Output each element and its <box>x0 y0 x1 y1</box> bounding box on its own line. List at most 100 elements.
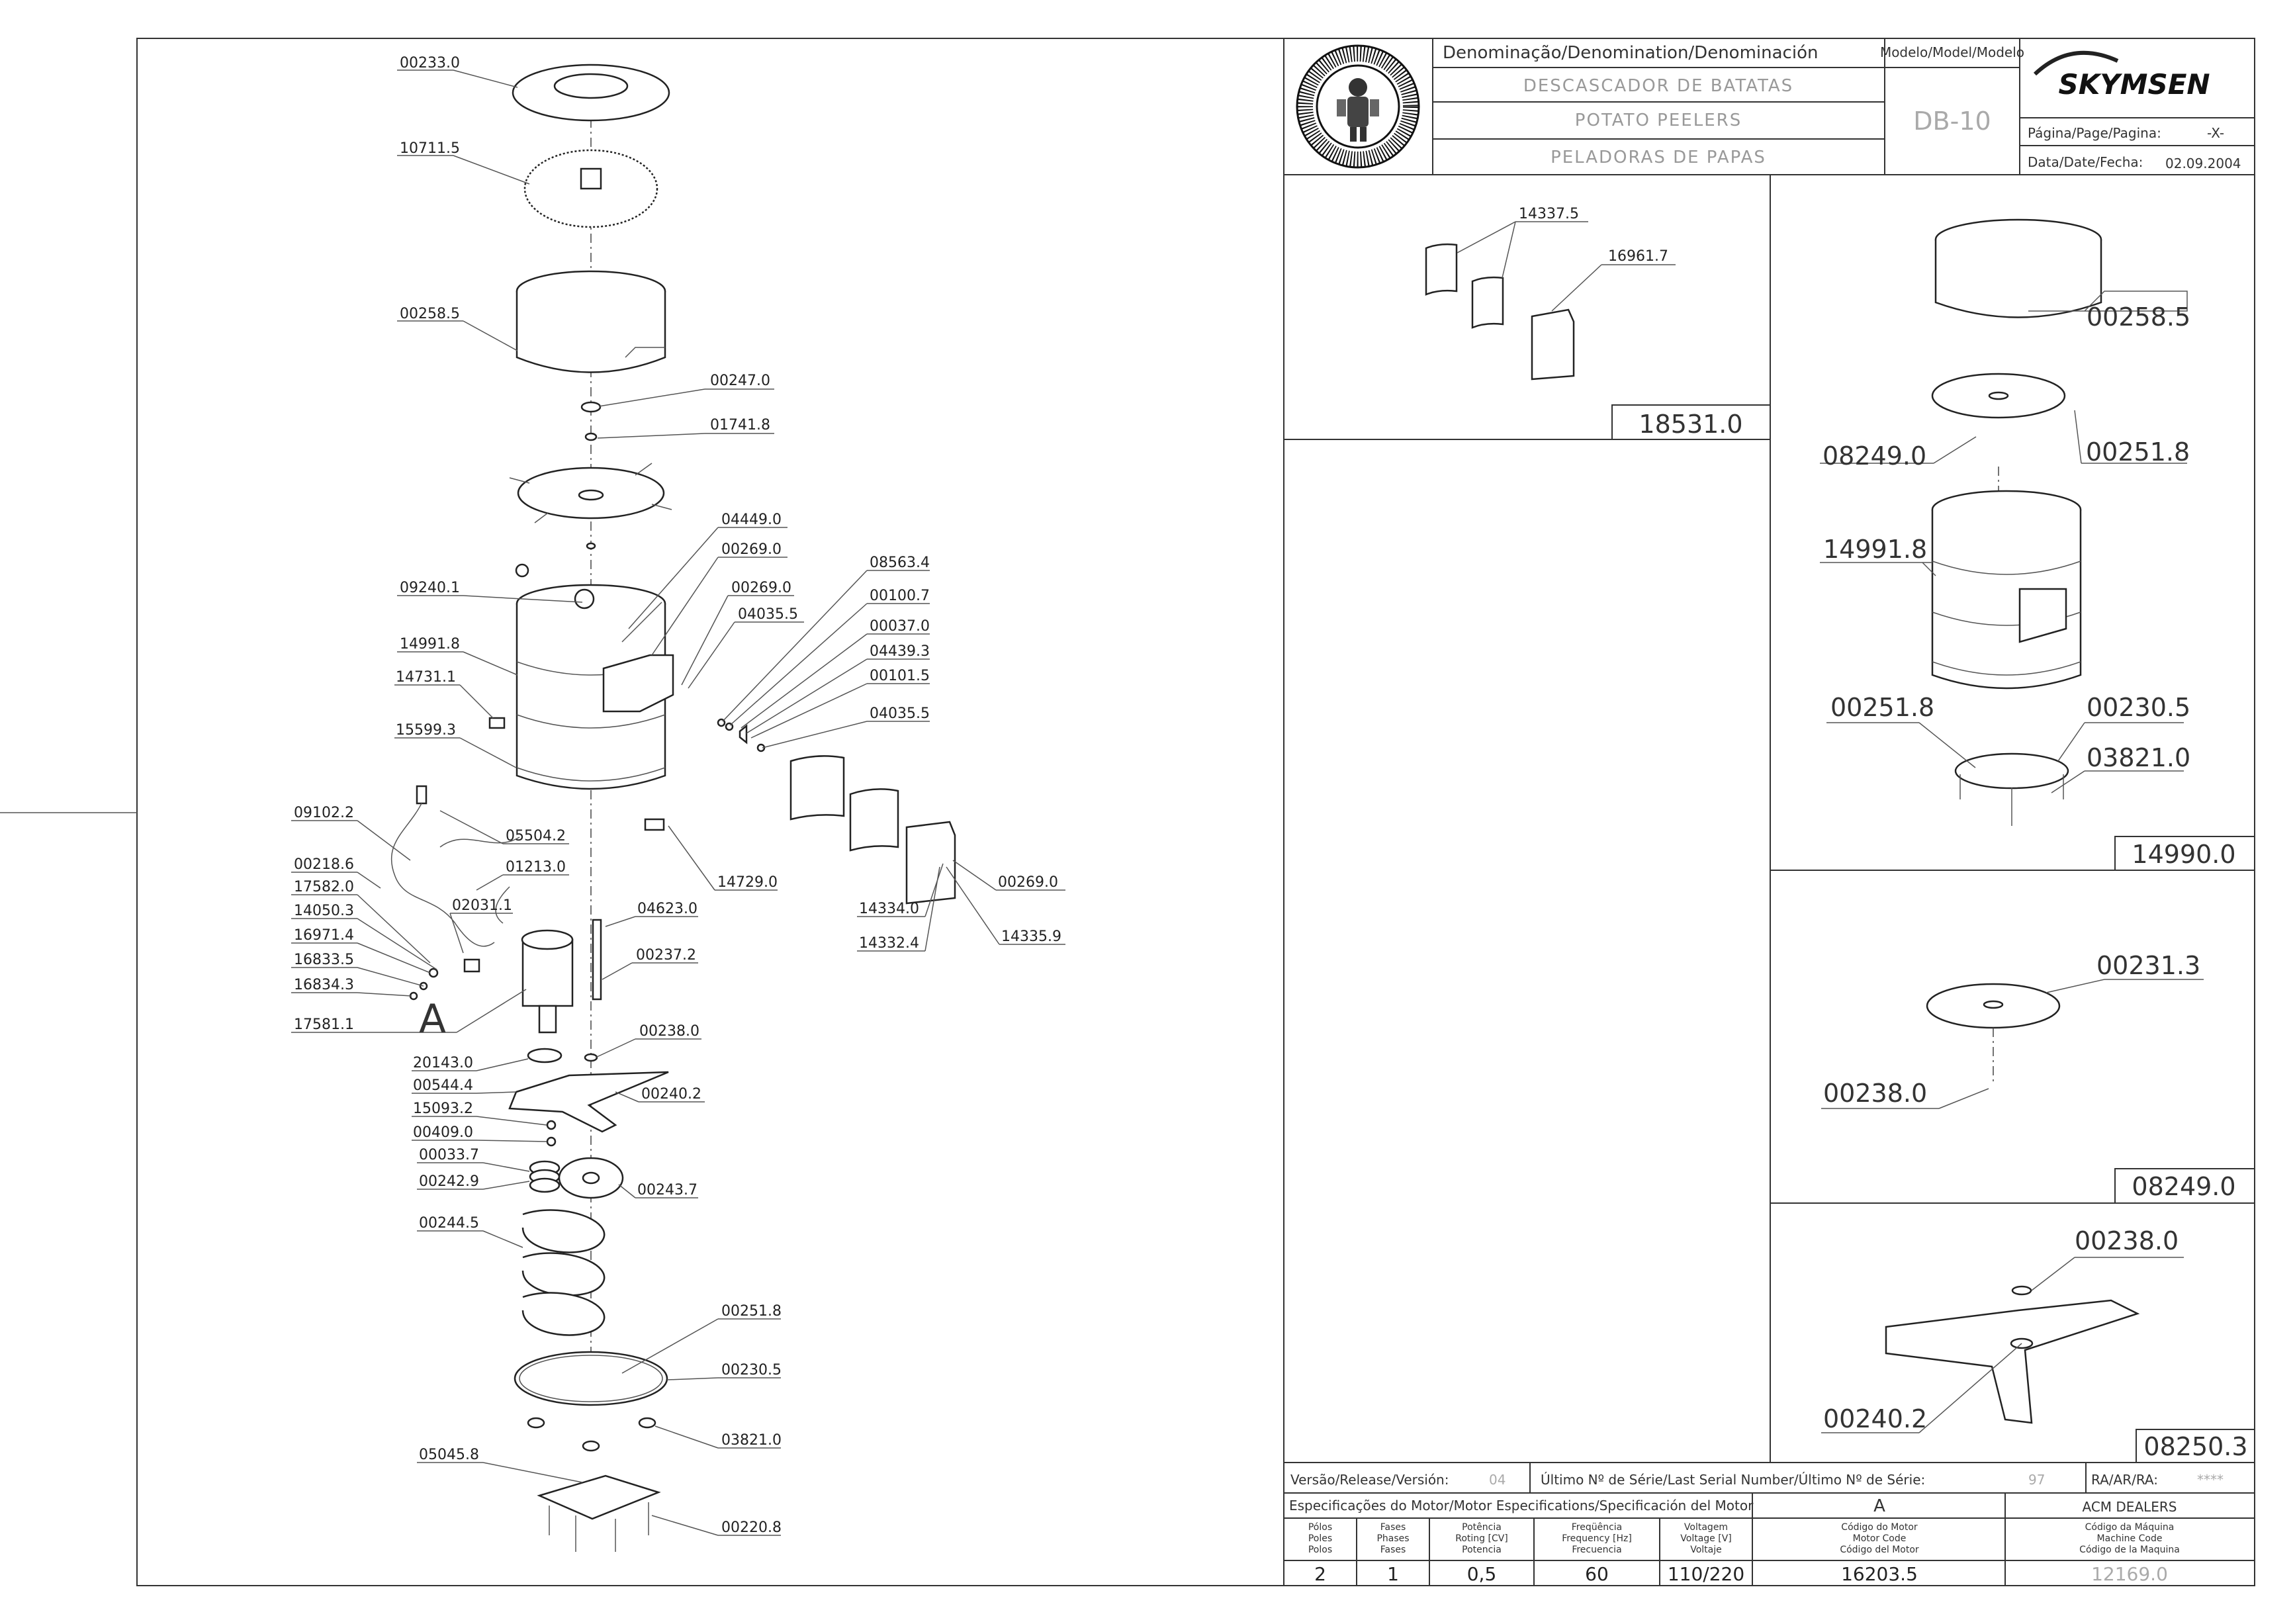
label-00218-6: 00218.6 <box>294 856 354 873</box>
panel-bracket-part <box>905 821 956 905</box>
svg-text:Freqüência: Freqüência <box>1572 1522 1623 1533</box>
label-16971-4: 16971.4 <box>294 927 354 944</box>
label-01741-8: 01741.8 <box>710 417 770 433</box>
shaft-part <box>592 919 602 1001</box>
authorized-service-seal <box>1296 44 1420 169</box>
bolt-part <box>584 432 598 441</box>
label-00269-0-top: 00269.0 <box>721 541 782 558</box>
label-00033-7: 00033.7 <box>419 1147 479 1163</box>
value-voltage: 110/220 <box>1668 1563 1744 1585</box>
label-02031-1: 02031.1 <box>452 897 512 914</box>
svg-text:Polos: Polos <box>1308 1545 1332 1555</box>
svg-text:Voltaje: Voltaje <box>1690 1545 1722 1555</box>
header-machine-code: Código da Máquina Machine Code Código de… <box>2079 1522 2180 1555</box>
label-16961-7: 16961.7 <box>1608 248 1668 265</box>
subassembly-18531: 14337.5 16961.7 18531.0 <box>1425 206 1771 440</box>
svg-text:Potência: Potência <box>1462 1522 1502 1533</box>
label-04439-3: 04439.3 <box>870 643 930 660</box>
svg-text:Código del Motor: Código del Motor <box>1840 1545 1919 1555</box>
svg-text:Voltagem: Voltagem <box>1684 1522 1728 1533</box>
value-motor-code: 16203.5 <box>1841 1563 1918 1585</box>
base-plate-part <box>537 1474 661 1552</box>
name-english: POTATO PEELERS <box>1575 111 1742 130</box>
label-16833-5: 16833.5 <box>294 952 354 968</box>
label-00247-0: 00247.0 <box>710 373 770 389</box>
label-00251-8-lower: 00251.8 <box>1830 693 1934 722</box>
label-00409-0: 00409.0 <box>413 1124 473 1141</box>
upper-ring-part <box>516 270 666 373</box>
svg-text:Frecuencia: Frecuencia <box>1572 1545 1621 1555</box>
abrasive-disc-part <box>523 149 658 228</box>
header-power: Potência Roting [CV] Potencia <box>1455 1522 1508 1555</box>
label-04623-0: 04623.0 <box>637 901 698 917</box>
label-04449-0: 04449.0 <box>721 512 782 528</box>
small-pulley-part <box>529 1160 561 1193</box>
label-17581-1: 17581.1 <box>294 1016 354 1033</box>
svg-text:Frequency [Hz]: Frequency [Hz] <box>1562 1533 1632 1544</box>
motor-spec-label: Especificações do Motor/Motor Especifica… <box>1289 1498 1754 1513</box>
label-plate-small <box>488 717 506 729</box>
label-14731-1: 14731.1 <box>396 669 456 686</box>
label-14334-0: 14334.0 <box>859 901 919 917</box>
header-voltage: Voltagem Voltage [V] Voltaje <box>1680 1522 1731 1555</box>
value-poles: 2 <box>1314 1563 1326 1585</box>
panel-large-part <box>789 755 845 821</box>
base-ring-part <box>514 1351 668 1452</box>
svg-text:Fases: Fases <box>1380 1545 1406 1555</box>
subassembly-code-08250: 08250.3 <box>2143 1432 2247 1461</box>
hub-washer-part <box>580 401 602 413</box>
label-00251-8: 00251.8 <box>2086 437 2190 467</box>
label-00544-4: 00544.4 <box>413 1077 473 1094</box>
main-body-part <box>515 563 674 790</box>
model-header: Modelo/Model/Modelo <box>1880 44 2024 60</box>
motor-variant-marker: A <box>419 996 446 1042</box>
value-frequency: 60 <box>1585 1563 1609 1585</box>
label-00258-5: 00258.5 <box>2087 302 2190 332</box>
page-value: -X- <box>2207 125 2224 141</box>
name-portuguese: DESCASCADOR DE BATATAS <box>1523 76 1793 96</box>
label-00237-2: 00237.2 <box>636 947 696 964</box>
side-hardware <box>717 718 766 752</box>
panel-medium-part <box>849 788 899 852</box>
header-frequency: Freqüência Frequency [Hz] Frecuencia <box>1562 1522 1632 1555</box>
label-00242-9: 00242.9 <box>419 1173 479 1190</box>
label-00238-0: 00238.0 <box>639 1023 699 1040</box>
label-00269-0-bracket: 00269.0 <box>998 874 1058 891</box>
power-cable <box>390 785 520 947</box>
svg-text:Código da Máquina: Código da Máquina <box>2085 1522 2175 1533</box>
denomination-header: Denominação/Denomination/Denominación <box>1443 43 1818 63</box>
svg-text:Potencia: Potencia <box>1462 1545 1502 1555</box>
label-00231-3: 00231.3 <box>2096 951 2200 980</box>
label-00240-2: 00240.2 <box>641 1086 701 1103</box>
value-phases: 1 <box>1387 1563 1399 1585</box>
motor-variant: A <box>1873 1496 1885 1516</box>
ra-label: RA/AR/RA: <box>2091 1472 2158 1488</box>
label-10711-5: 10711.5 <box>400 140 460 157</box>
label-04035-5-bottom: 04035.5 <box>870 705 930 722</box>
date-value: 02.09.2004 <box>2165 156 2241 171</box>
label-14332-4: 14332.4 <box>859 935 919 952</box>
label-00230-5: 00230.5 <box>721 1362 782 1378</box>
svg-text:Pólos: Pólos <box>1308 1522 1332 1533</box>
svg-text:Phases: Phases <box>1376 1533 1409 1544</box>
label-14050-3: 14050.3 <box>294 903 354 919</box>
header-poles: Pólos Poles Polos <box>1308 1522 1332 1555</box>
label-05045-8: 05045.8 <box>419 1447 479 1463</box>
label-00258-5: 00258.5 <box>400 306 460 322</box>
label-03821-0: 03821.0 <box>721 1432 782 1449</box>
label-03821-0: 03821.0 <box>2087 743 2190 772</box>
subassembly-code-14990: 14990.0 <box>2132 840 2235 869</box>
ra-value: **** <box>2197 1472 2224 1488</box>
last-serial-value: 97 <box>2028 1472 2045 1488</box>
svg-text:Motor Code: Motor Code <box>1853 1533 1907 1544</box>
label-08249-0: 08249.0 <box>1822 441 1926 471</box>
label-00243-7: 00243.7 <box>637 1182 698 1198</box>
label-00269-0-mid: 00269.0 <box>731 580 791 596</box>
label-09102-2: 09102.2 <box>294 805 354 821</box>
version-label: Versão/Release/Versión: <box>1290 1472 1449 1488</box>
label-14335-9: 14335.9 <box>1001 928 1061 945</box>
date-label: Data/Date/Fecha: <box>2028 154 2143 170</box>
subassembly-14990: 00258.5 08249.0 00251.8 14991.8 00251.8 … <box>1820 218 2255 871</box>
label-00230-5: 00230.5 <box>2087 693 2190 722</box>
version-value: 04 <box>1489 1472 1506 1488</box>
